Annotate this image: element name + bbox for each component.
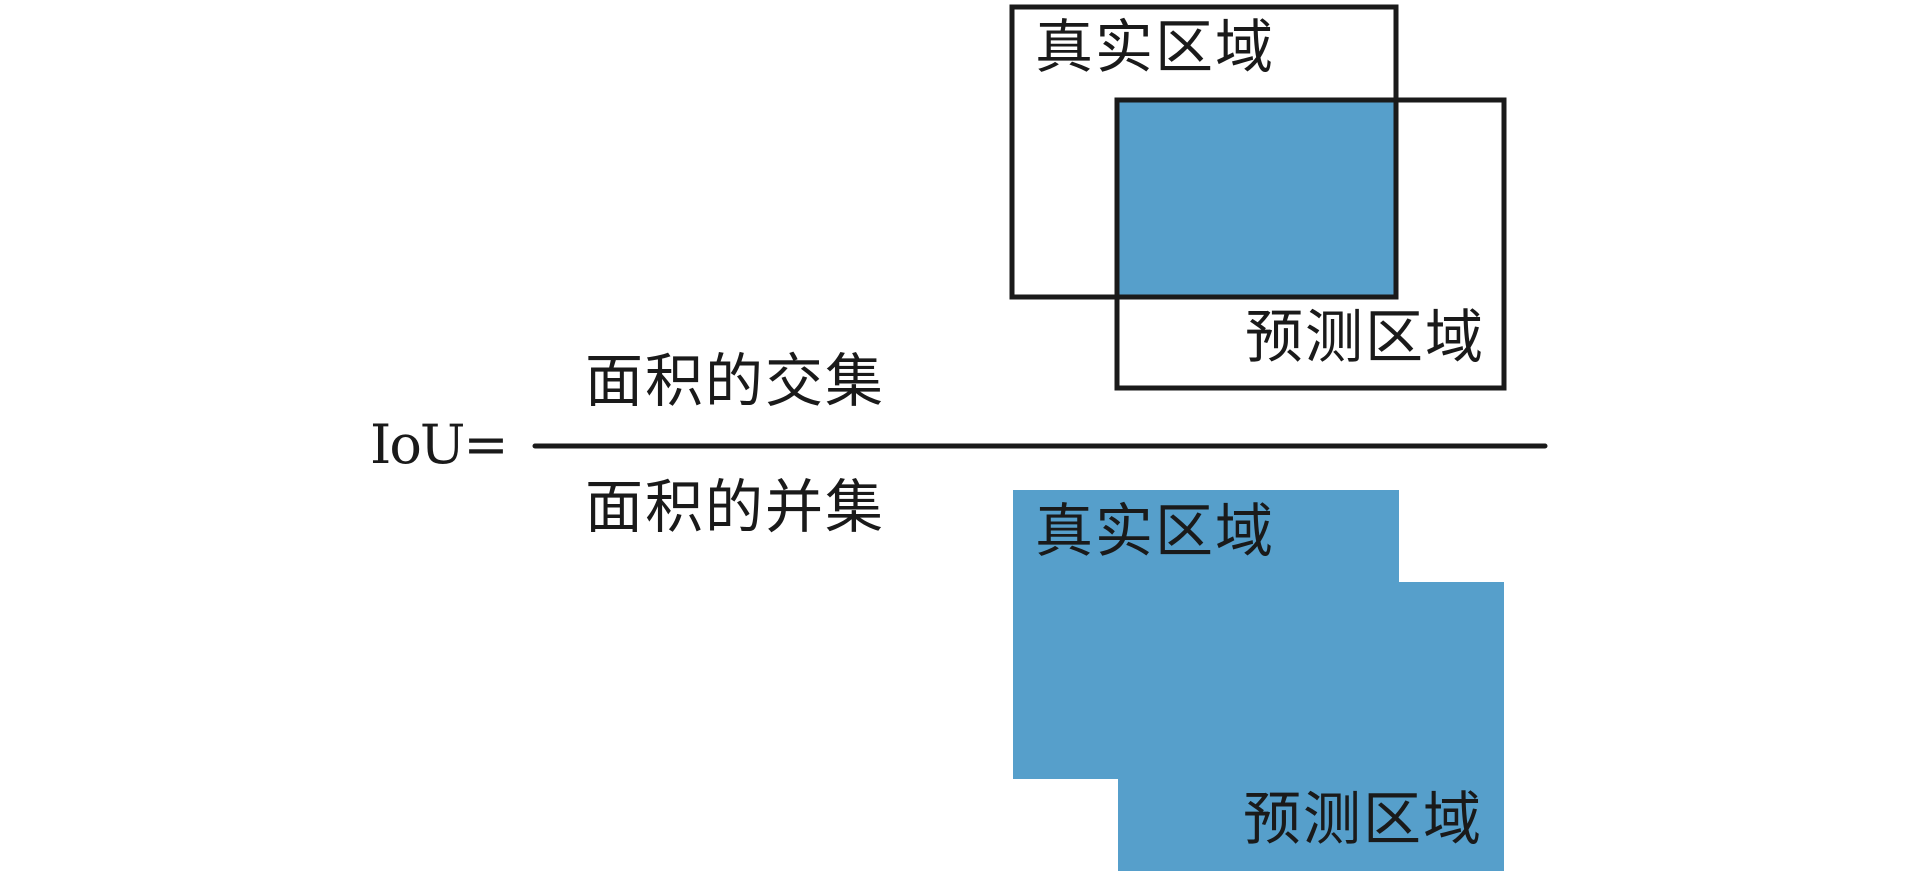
denominator-label: 面积的并集 bbox=[585, 473, 886, 541]
union-prediction-fill bbox=[1118, 582, 1504, 871]
union-ground-truth-label: 真实区域 bbox=[1035, 497, 1276, 565]
ground-truth-label: 真实区域 bbox=[1035, 13, 1276, 81]
prediction-box-outline bbox=[1114, 97, 1507, 391]
ground-truth-box-outline bbox=[1009, 4, 1399, 300]
prediction-label: 预测区域 bbox=[1245, 303, 1486, 371]
union-prediction-label: 预测区域 bbox=[1243, 785, 1484, 853]
numerator-label: 面积的交集 bbox=[585, 347, 886, 415]
intersection-fill bbox=[1117, 100, 1396, 297]
iou-label: IoU= bbox=[370, 413, 509, 476]
